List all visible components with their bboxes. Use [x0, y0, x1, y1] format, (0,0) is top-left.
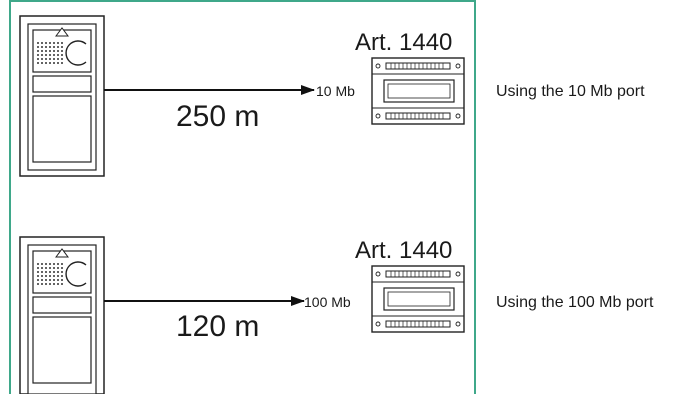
distance-label-1: 250 m	[176, 100, 259, 133]
switch-module-2	[371, 265, 465, 333]
frame-left-border	[9, 0, 11, 394]
port-label-2: 100 Mb	[304, 294, 351, 310]
description-2: Using the 100 Mb port	[496, 294, 654, 311]
port-label-1: 10 Mb	[316, 83, 355, 99]
entrance-panel-1	[19, 15, 105, 177]
description-1: Using the 10 Mb port	[496, 83, 645, 100]
row-2: Art. 1440 100 Mb 120 m Using the 100 Mb …	[19, 236, 654, 394]
frame-right-border	[474, 0, 476, 394]
speaker-grille-1	[37, 42, 63, 64]
device-label-2: Art. 1440	[355, 237, 452, 264]
entrance-panel-2	[19, 236, 105, 394]
device-label-1: Art. 1440	[355, 29, 452, 56]
distance-label-2: 120 m	[176, 310, 259, 343]
speaker-grille-2	[37, 263, 63, 285]
row-1: Art. 1440 10 Mb 250 m Using the 10 Mb po…	[19, 15, 645, 177]
frame-top-border	[9, 0, 476, 2]
switch-module-1	[371, 57, 465, 125]
